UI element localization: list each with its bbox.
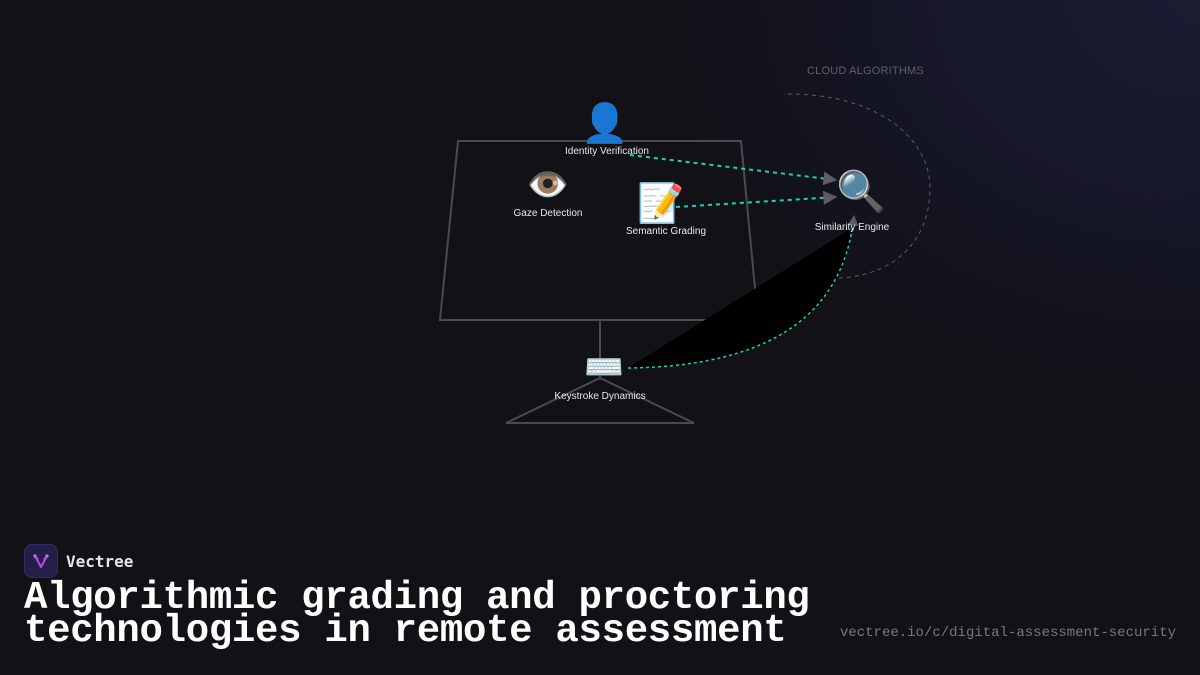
page-title: Algorithmic grading and proctoring techn… bbox=[24, 579, 810, 651]
person-silhouette-icon: 👤 bbox=[581, 103, 629, 145]
monitor-base bbox=[505, 377, 695, 424]
cloud-algorithms-label: CLOUD ALGORITHMS bbox=[807, 65, 924, 77]
vectree-logo-icon bbox=[24, 544, 58, 578]
gaze-detection-label: Gaze Detection bbox=[513, 208, 583, 219]
keystroke-edge-fill bbox=[628, 228, 852, 368]
source-url: vectree.io/c/digital-assessment-security bbox=[839, 625, 1176, 641]
edge-keystroke-to-similarity bbox=[627, 214, 859, 369]
brand: Vectree bbox=[24, 544, 133, 578]
eye-icon: 👁️ bbox=[526, 166, 570, 204]
memo-pencil-icon: 📝 bbox=[637, 183, 685, 225]
identity-verification-label: Identity Verification bbox=[565, 146, 649, 157]
title-line-1: Algorithmic grading and proctoring bbox=[24, 576, 810, 620]
similarity-engine-label: Similarity Engine bbox=[814, 222, 890, 233]
keyboard-icon: ⌨️ bbox=[584, 349, 624, 385]
brand-name: Vectree bbox=[66, 551, 134, 571]
magnifying-glass-icon: 🔍 bbox=[836, 170, 886, 214]
cloud-boundary bbox=[787, 93, 931, 279]
edge-identity-to-similarity bbox=[629, 154, 838, 186]
keystroke-dynamics-label: Keystroke Dynamics bbox=[554, 391, 646, 402]
semantic-grading-label: Semantic Grading bbox=[625, 226, 707, 237]
monitor-screen-outline bbox=[438, 140, 760, 321]
edge-semantic-to-similarity bbox=[675, 190, 838, 208]
title-line-2: technologies in remote assessment bbox=[24, 609, 787, 653]
